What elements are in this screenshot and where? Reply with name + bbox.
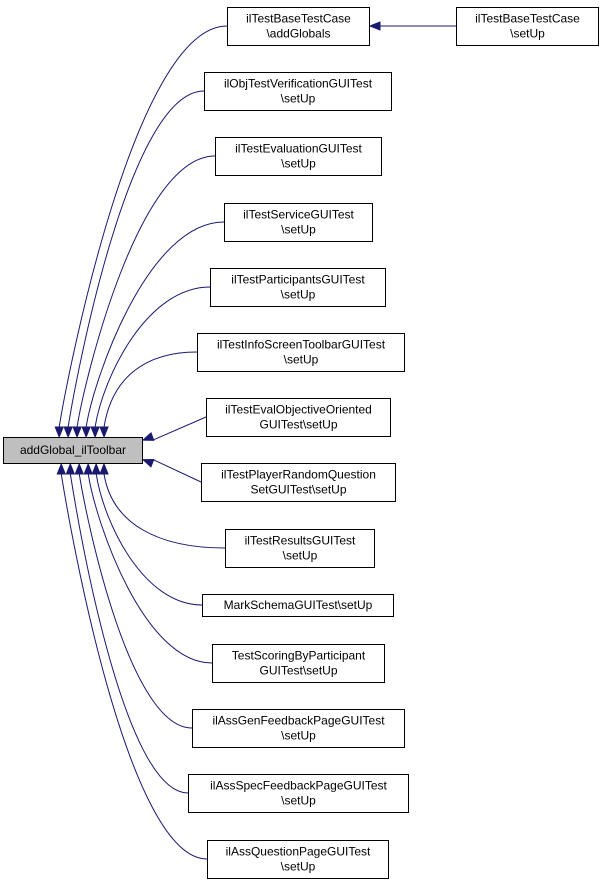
node-box [210,268,386,307]
arrowhead [63,426,73,439]
call-edge [152,416,207,441]
node-assgen[interactable]: ilAssGenFeedbackPageGUITest\setUp [192,709,405,748]
call-edge [103,473,226,549]
node-label: SetGUITest\setUp [250,483,346,497]
node-box [225,529,375,568]
node-assspec[interactable]: ilAssSpecFeedbackPageGUITest\setUp [188,774,409,813]
node-participants[interactable]: ilTestParticipantsGUITest\setUp [210,268,386,307]
node-evaluation[interactable]: ilTestEvaluationGUITest\setUp [215,137,382,176]
call-edge [95,473,203,606]
node-box [197,333,405,372]
call-edge [67,90,205,428]
call-edge [152,459,202,483]
node-label: \setUp [281,92,316,106]
call-edge [58,25,228,428]
arrowhead [368,21,381,31]
node-box [188,774,409,813]
node-label: \setUp [281,794,316,808]
node-label: \addGlobals [266,27,330,41]
node-box [204,72,392,111]
arrowhead [99,426,109,439]
arrowhead [54,426,64,439]
node-label: ilAssSpecFeedbackPageGUITest [210,779,387,793]
arrowhead [141,432,155,441]
node-label: \setUp [281,729,316,743]
arrowhead [91,462,101,475]
node-label: \setUp [281,860,316,874]
call-edge [87,473,213,664]
node-assquestion[interactable]: ilAssQuestionPageGUITest\setUp [207,840,389,879]
call-edge [76,155,216,428]
node-base_setup[interactable]: ilTestBaseTestCase\setUp [456,7,599,46]
call-edge [69,473,189,794]
arrowhead [81,426,91,439]
arrowhead [56,462,67,475]
node-playerrandom[interactable]: ilTestPlayerRandomQuestionSetGUITest\set… [201,463,396,502]
node-label: \setUp [283,549,318,563]
node-label: ilTestServiceGUITest [243,208,354,222]
call-edge [94,286,211,428]
node-label: ilTestPlayerRandomQuestion [221,468,376,482]
node-addglobals[interactable]: ilTestBaseTestCase\addGlobals [227,7,370,46]
node-label: MarkSchemaGUITest\setUp [224,598,373,612]
root-node[interactable]: addGlobal_ilToolbar [3,437,143,464]
node-label: GUITest\setUp [259,418,337,432]
edges-layer [54,21,456,860]
arrowhead [90,426,100,439]
node-label: ilTestEvalObjectiveOriented [225,403,372,417]
node-label: \setUp [510,27,545,41]
node-box [227,7,370,46]
node-infoscreen[interactable]: ilTestInfoScreenToolbarGUITest\setUp [197,333,405,372]
node-label: \setUp [281,157,316,171]
node-service[interactable]: ilTestServiceGUITest\setUp [224,203,373,242]
node-label: ilTestBaseTestCase [246,12,351,26]
node-label: ilTestInfoScreenToolbarGUITest [217,338,386,352]
arrowhead [99,462,109,475]
node-label: addGlobal_ilToolbar [20,443,126,457]
arrowhead [83,462,93,475]
arrowhead [72,426,82,439]
node-label: ilTestResultsGUITest [245,534,356,548]
call-edge [60,473,208,860]
node-box [207,840,389,879]
node-box [206,398,391,437]
node-label: \setUp [281,288,316,302]
node-label: TestScoringByParticipant [232,649,366,663]
nodes-layer: addGlobal_ilToolbarilTestBaseTestCase\ad… [3,7,599,879]
arrowhead [74,462,85,475]
node-box [215,137,382,176]
node-label: ilAssGenFeedbackPageGUITest [212,714,385,728]
node-box [192,709,405,748]
node-label: ilTestBaseTestCase [475,12,580,26]
call-edge [103,351,198,428]
node-label: ilAssQuestionPageGUITest [226,845,371,859]
node-objtest[interactable]: ilObjTestVerificationGUITest\setUp [204,72,392,111]
node-markschema[interactable]: MarkSchemaGUITest\setUp [202,594,394,617]
node-label: ilObjTestVerificationGUITest [224,77,373,91]
node-label: GUITest\setUp [259,664,337,678]
node-label: ilTestParticipantsGUITest [231,273,365,287]
arrowhead [141,458,155,468]
node-box [201,463,396,502]
call-edge [85,221,225,428]
node-box [456,7,599,46]
node-box [212,644,385,683]
node-box [224,203,373,242]
node-label: \setUp [281,223,316,237]
node-label: ilTestEvaluationGUITest [235,142,362,156]
call-edge [78,473,193,729]
node-label: \setUp [284,353,319,367]
node-box [202,594,394,617]
node-results[interactable]: ilTestResultsGUITest\setUp [225,529,375,568]
arrowhead [65,462,76,475]
node-box [3,437,143,464]
